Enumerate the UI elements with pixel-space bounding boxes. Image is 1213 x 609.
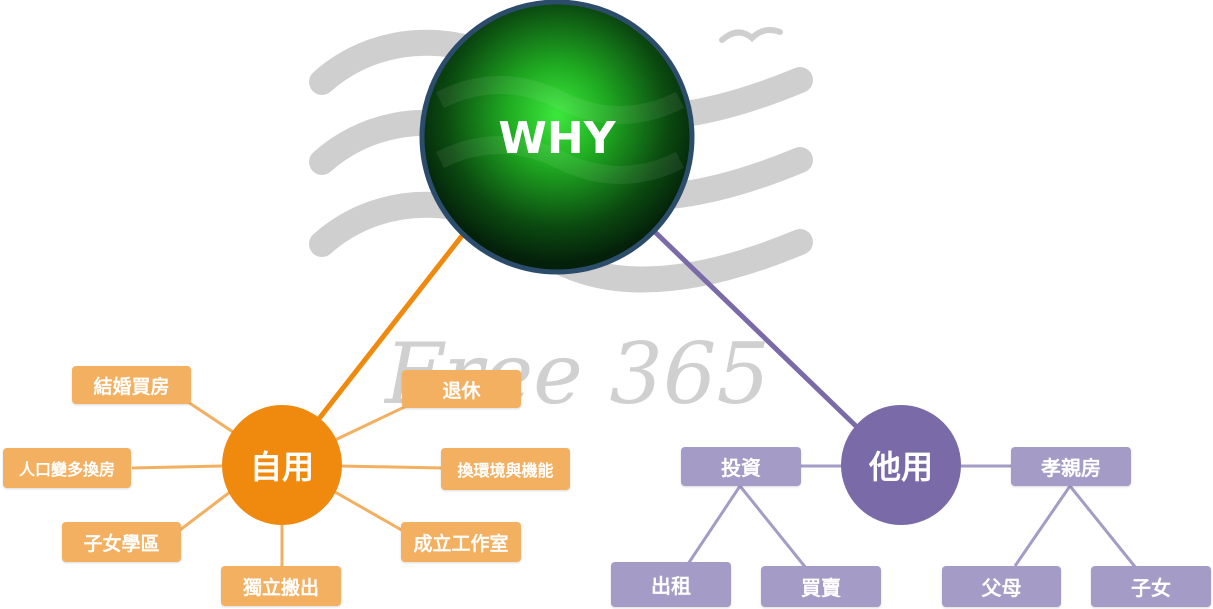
left-item-move-out: 獨立搬出 bbox=[221, 566, 341, 606]
right-node-circle bbox=[841, 405, 961, 525]
right-item-rent: 出租 bbox=[611, 562, 731, 607]
left-item-family-grows: 人口變多換房 bbox=[3, 448, 131, 488]
left-main-connector bbox=[316, 230, 467, 422]
left-item-retire: 退休 bbox=[402, 370, 521, 408]
right-item-parents: 父母 bbox=[942, 566, 1061, 607]
left-node-label: 自用 bbox=[249, 448, 314, 486]
right-item-trade: 買賣 bbox=[761, 566, 881, 607]
right-item-children: 子女 bbox=[1091, 566, 1211, 607]
right-group-investment: 投資 bbox=[681, 447, 801, 486]
center-node-circle bbox=[419, 0, 695, 275]
right-group-parents-room: 孝親房 bbox=[1011, 447, 1131, 486]
left-item-environment: 換環境與機能 bbox=[441, 448, 570, 490]
left-item-marriage: 結婚買房 bbox=[72, 366, 191, 404]
right-connectors bbox=[686, 464, 1138, 569]
left-item-school-district: 子女學區 bbox=[62, 522, 181, 562]
left-node-circle bbox=[222, 405, 342, 525]
right-node-label: 他用 bbox=[868, 448, 933, 486]
center-node-label: WHY bbox=[498, 112, 616, 164]
left-item-studio: 成立工作室 bbox=[401, 522, 521, 562]
right-main-connector bbox=[653, 230, 862, 432]
bird-icon bbox=[719, 27, 783, 43]
center-wave-decoration bbox=[435, 76, 685, 184]
